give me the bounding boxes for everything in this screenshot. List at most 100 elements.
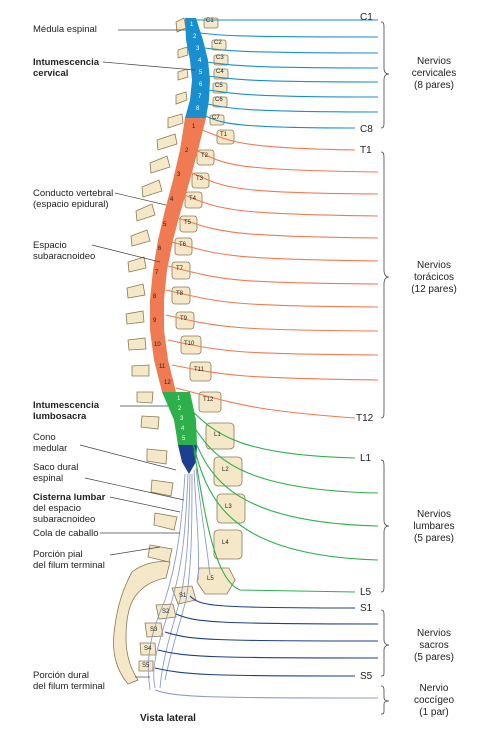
nerve-ref-l5: L5: [360, 587, 372, 598]
segment-label: 2: [178, 406, 182, 412]
vertebra-label: T1: [220, 132, 228, 138]
group-sacro: Nervios sacros (5 pares): [394, 628, 474, 664]
group-line: (12 pares): [411, 284, 457, 295]
group-lumbar: Nervios lumbares (5 pares): [394, 509, 474, 545]
segment-label: 2: [185, 148, 189, 154]
group-line: (1 par): [419, 707, 449, 718]
segment-label: 7: [155, 270, 159, 276]
label-line: Saco dural: [33, 462, 79, 473]
group-line: cervicales: [411, 68, 457, 79]
label-line: espinal: [33, 473, 64, 484]
label-intumescencia-cervical: Intumescencia cervical: [33, 57, 99, 79]
vertebra-label: T11: [194, 367, 204, 373]
nerves-thoracic: [165, 129, 379, 419]
nerve-ref-s1: S1: [360, 603, 373, 614]
nerve-ref-c8: C8: [360, 124, 373, 135]
segment-label: 1: [190, 22, 194, 28]
group-coccigeo: Nervio coccígeo (1 par): [394, 683, 474, 719]
cauda-equina: [147, 467, 211, 691]
vertebra-label: L4: [222, 540, 229, 546]
vertebra-label: C4: [216, 69, 224, 75]
label-line: Espacio: [33, 240, 67, 251]
group-line: coccígeo: [413, 695, 455, 706]
vertebra-label: S2: [162, 609, 170, 615]
vertebra-label: T9: [180, 316, 188, 322]
segment-label: 3: [180, 416, 184, 422]
cord-lumbar: [162, 392, 197, 445]
group-line: sacros: [419, 640, 449, 651]
group-braces: [380, 21, 390, 715]
vertebra-label: T10: [184, 341, 195, 347]
segment-label: 6: [158, 246, 162, 252]
segment-label: 5: [163, 222, 167, 228]
sacral-vertebrae: [138, 585, 197, 672]
label-porcion-dural: Porción dural del filum terminal: [33, 670, 105, 692]
nerves-sacral: [154, 595, 379, 677]
vertebra-label: L5: [207, 576, 214, 582]
segment-label: 1: [192, 124, 196, 130]
label-line: Porción dural: [33, 670, 89, 681]
vertebra-label: T4: [189, 196, 197, 202]
segment-label: 2: [193, 34, 197, 40]
label-espacio-subaracnoideo: Espacio subaracnoideo: [33, 240, 95, 262]
group-line: torácicos: [413, 272, 454, 283]
vertebra-label: L3: [225, 504, 232, 510]
group-toracico: Nervios torácicos (12 pares): [394, 260, 474, 296]
vertebra-label: L2: [222, 467, 229, 473]
nerves-cervical: [196, 19, 379, 129]
segment-label: 3: [177, 172, 181, 178]
segment-label: 8: [196, 106, 200, 112]
cord-thoracic: [150, 118, 206, 392]
group-line: Nervios: [417, 56, 451, 67]
label-line: medular: [33, 443, 68, 454]
caption-vista-lateral: Vista lateral: [140, 713, 196, 724]
label-line: cervical: [33, 68, 69, 79]
vertebra-label: T2: [201, 153, 209, 159]
group-cervical: Nervios cervicales (8 pares): [394, 56, 474, 92]
group-line: Nervios: [417, 260, 451, 271]
label-line: subaracnoideo: [33, 251, 96, 262]
vertebra-label: S1: [179, 593, 187, 599]
segment-label: 10: [154, 342, 161, 348]
label-saco-dural: Saco dural espinal: [33, 462, 78, 484]
segment-label: 12: [164, 380, 171, 386]
label-cola-caballo: Cola de caballo: [33, 528, 99, 539]
vertebra-label: C3: [216, 55, 224, 61]
lumbar-vertebrae: [196, 422, 246, 595]
vertebra-label: C7: [212, 115, 220, 121]
vertebra-label: C1: [206, 18, 214, 24]
label-intumescencia-lumbosacra: Intumescencia lumbosacra: [33, 400, 99, 422]
label-medula: Médula espinal: [33, 24, 97, 35]
segment-label: 1: [177, 396, 181, 402]
label-line: (espacio epidural): [33, 199, 109, 210]
segment-label: 6: [199, 82, 203, 88]
vertebra-label: T8: [176, 291, 184, 297]
vertebra-label: C6: [215, 97, 223, 103]
group-line: (5 pares): [413, 533, 454, 544]
vertebra-label: S4: [144, 646, 152, 652]
vertebra-label: T12: [203, 397, 214, 403]
segment-label: 4: [170, 197, 174, 203]
group-line: lumbares: [413, 521, 455, 532]
nerve-ref-t1: T1: [360, 145, 372, 156]
segment-label: 8: [153, 294, 157, 300]
nerve-ref-t12: T12: [356, 413, 374, 424]
label-conducto-vertebral: Conducto vertebral (espacio epidural): [33, 188, 113, 210]
label-line: Conducto vertebral: [33, 188, 114, 199]
group-line: (8 pares): [413, 80, 454, 91]
vertebra-label: C5: [215, 83, 223, 89]
vertebra-label: L1: [214, 432, 221, 438]
segment-label: 9: [153, 318, 157, 324]
cord-cervical: [185, 18, 210, 118]
cord-sacral: [178, 445, 197, 474]
vertebra-label: S3: [150, 627, 158, 633]
segment-label: 4: [181, 426, 185, 432]
group-line: Nervios: [417, 628, 451, 639]
label-line: lumbosacra: [33, 411, 87, 422]
group-line: Nervios: [417, 509, 451, 520]
segment-label: 5: [182, 436, 186, 442]
nerve-ref-l1: L1: [360, 453, 372, 464]
label-line: del espacio: [33, 503, 82, 514]
vertebra-label: T3: [196, 176, 204, 182]
leader-lines: [79, 29, 196, 678]
